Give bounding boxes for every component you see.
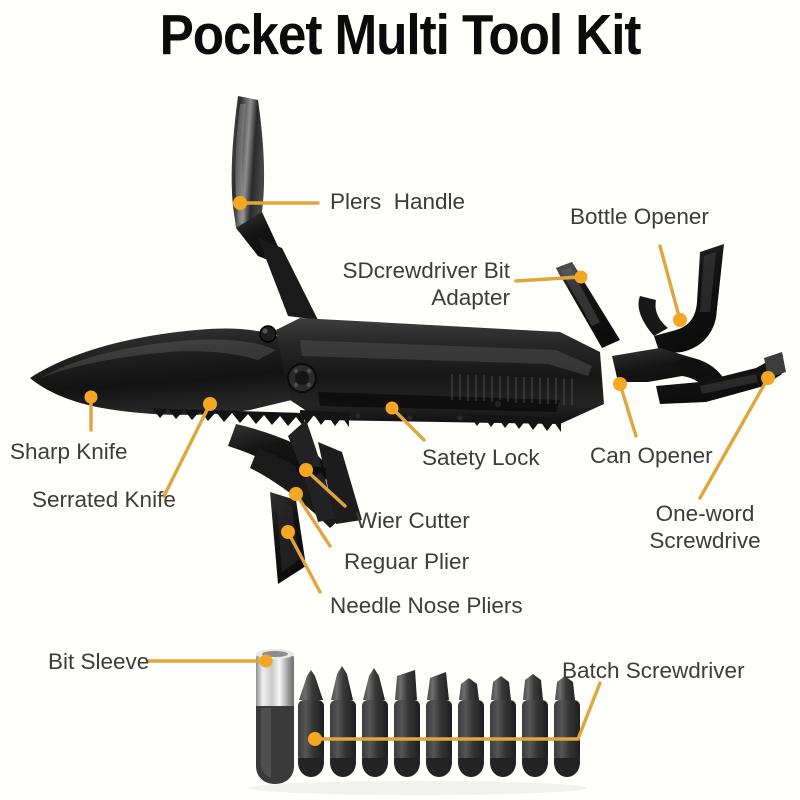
can-opener-part xyxy=(612,348,730,398)
bit-item xyxy=(554,676,580,777)
dot-sharp-knife xyxy=(84,390,98,404)
dot-safety-lock xyxy=(385,401,399,415)
dot-bit-adapter xyxy=(574,270,588,284)
callout-label-wire-cutter: Wier Cutter xyxy=(356,508,470,533)
callout-label-sharp-knife: Sharp Knife xyxy=(10,439,128,464)
leader-wire-cutter xyxy=(304,468,347,508)
leader-batch-screwdriver xyxy=(313,681,602,741)
bit-item xyxy=(362,668,388,777)
bit-set-graphic xyxy=(248,649,588,795)
dot-regular-plier xyxy=(289,487,303,501)
bit-item xyxy=(330,666,356,777)
bottle-opener-part xyxy=(638,244,724,354)
callout-label-needle-nose-pliers: Needle Nose Pliers xyxy=(330,593,523,618)
bit-item xyxy=(522,674,548,777)
bit-item xyxy=(298,670,324,777)
leader-safety-lock xyxy=(390,406,426,442)
leader-can-opener xyxy=(618,382,638,438)
callout-label-screwdriver-bit-adapter: SDcrewdriver Bit Adapter xyxy=(342,258,510,310)
leader-bit-adapter xyxy=(514,275,582,283)
dot-bit-sleeve xyxy=(259,654,273,668)
leader-serrated-knife xyxy=(162,402,212,498)
callout-label-batch-screwdriver: Batch Screwdriver xyxy=(562,658,745,683)
leader-regular-plier xyxy=(294,492,332,548)
bit-item xyxy=(458,678,484,777)
callout-label-serrated-knife: Serrated Knife xyxy=(32,487,176,512)
callout-label-one-word-screwdriver: One-word Screwdrive xyxy=(649,501,761,553)
bit-adapter-part xyxy=(556,262,620,348)
leader-dots xyxy=(84,196,775,746)
leader-bottle-opener xyxy=(658,244,682,322)
callout-label-bit-sleeve: Bit Sleeve xyxy=(48,649,150,674)
callout-label-can-opener: Can Opener xyxy=(590,443,713,468)
callout-label-pliers-handle: Plers Handle xyxy=(330,189,466,214)
dot-one-word-screwdriver xyxy=(761,371,775,385)
callout-label-bottle-opener: Bottle Opener xyxy=(570,204,709,229)
callout-label-safety-lock: Satety Lock xyxy=(422,445,540,470)
callout-label-regular-plier: Reguar Plier xyxy=(344,549,470,574)
tool-body-part xyxy=(259,318,604,424)
leader-lines xyxy=(89,201,770,741)
page-title: Pocket Multi Tool Kit xyxy=(159,3,642,67)
bit-item xyxy=(490,676,516,777)
dot-batch-screwdriver xyxy=(308,732,322,746)
sharp-knife-part xyxy=(30,328,304,427)
dot-bottle-opener xyxy=(673,313,687,327)
dot-can-opener xyxy=(613,377,627,391)
dot-needle-nose xyxy=(281,525,295,539)
leader-one-word-screwdriver xyxy=(698,376,770,500)
bit-sleeve-part xyxy=(256,649,294,784)
bit-item xyxy=(426,672,452,777)
dot-wire-cutter xyxy=(299,463,313,477)
bit-item xyxy=(394,670,420,777)
dot-pliers-handle xyxy=(233,196,247,210)
dot-serrated-knife xyxy=(203,397,217,411)
leader-needle-nose xyxy=(286,530,322,594)
